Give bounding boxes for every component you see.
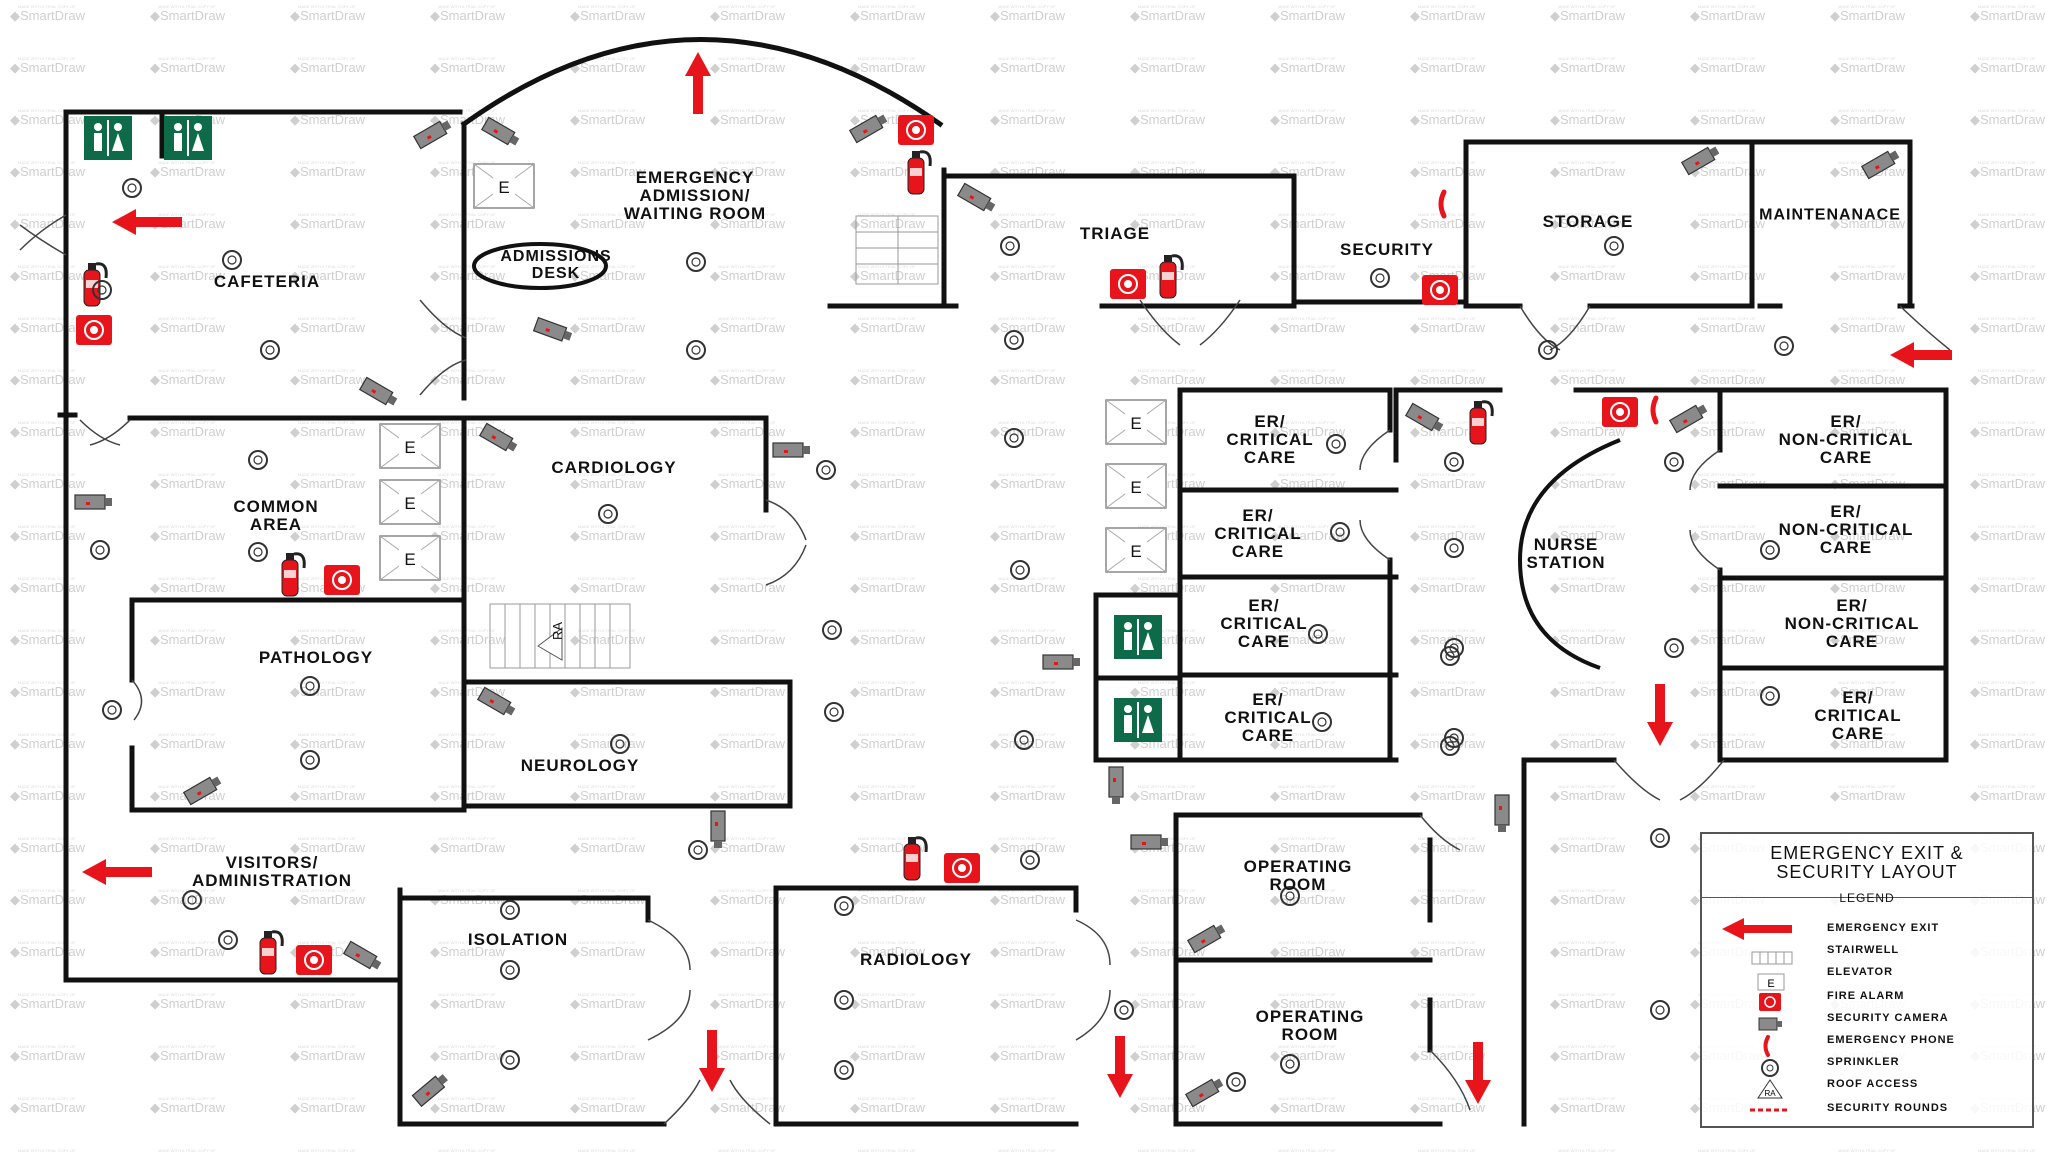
- fire-alarm-icon: [1109, 268, 1147, 300]
- restroom-icon: [83, 115, 133, 161]
- room-label-er-noncritical-1: ER/ NON-CRITICAL CARE: [1778, 412, 1914, 467]
- room-label-common-area: COMMON AREA: [233, 497, 319, 534]
- roof-access-icon: RA: [1757, 1079, 1783, 1099]
- nurse-station-desk: [1517, 438, 1621, 670]
- room-label-operating-room-1: OPERATING ROOM: [1243, 857, 1353, 894]
- legend-heading: LEGEND: [1839, 891, 1895, 905]
- legend-item: EMERGENCY EXIT: [1827, 922, 1940, 934]
- elevator-icon: [379, 423, 441, 469]
- room-label-triage: TRIAGE: [1079, 224, 1151, 244]
- fire-alarm-icon: [1601, 396, 1639, 428]
- emergency-exit-icon: [1722, 918, 1792, 940]
- restroom-icon: [1113, 614, 1163, 660]
- room-label-isolation: ISOLATION: [467, 930, 569, 950]
- doors: [19, 214, 1951, 1125]
- stairwell-icon: [489, 603, 631, 669]
- room-label-er-critical-4: ER/ CRITICAL CARE: [1224, 690, 1312, 745]
- room-label-neurology: NEUROLOGY: [520, 756, 640, 776]
- room-label-security: SECURITY: [1340, 240, 1434, 260]
- legend-divider: [1702, 897, 2032, 898]
- elevator-icon: [1105, 399, 1167, 445]
- stairwell-icon: [855, 215, 939, 285]
- legend-icons: E RA: [1722, 918, 1793, 1112]
- room-label-cardiology: CARDIOLOGY: [551, 458, 677, 478]
- fire-alarm-icon: [897, 114, 935, 146]
- elevator-icon: [379, 535, 441, 581]
- stairwell-icon: [1751, 951, 1793, 965]
- admissions-desk-shape: [472, 242, 608, 290]
- room-label-er-critical-1: ER/ CRITICAL CARE: [1226, 412, 1314, 467]
- security-camera-icon: [1758, 1017, 1782, 1031]
- room-label-er-noncritical-3: ER/ NON-CRITICAL CARE: [1784, 596, 1920, 651]
- room-label-visitors-administration: VISITORS/ ADMINISTRATION: [191, 853, 353, 890]
- legend: EMERGENCY EXIT & SECURITY LAYOUT LEGEND …: [1700, 832, 2034, 1128]
- legend-item: SECURITY ROUNDS: [1827, 1102, 1949, 1114]
- room-label-pathology: PATHOLOGY: [258, 648, 374, 668]
- legend-item: ELEVATOR: [1827, 966, 1894, 978]
- fire-alarm-icon: [1759, 993, 1781, 1011]
- elevator-icon: E: [1757, 973, 1785, 991]
- legend-item: ROOF ACCESS: [1827, 1078, 1919, 1090]
- room-label-radiology: RADIOLOGY: [860, 950, 972, 970]
- fire-alarm-icon: [323, 564, 361, 596]
- restroom-icon: [1113, 697, 1163, 743]
- room-label-nurse-station: NURSE STATION: [1526, 535, 1606, 572]
- svg-text:E: E: [1767, 978, 1774, 990]
- roof-access-marker: RA: [550, 622, 565, 640]
- legend-title: EMERGENCY EXIT & SECURITY LAYOUT: [1770, 843, 1964, 882]
- legend-item: SECURITY CAMERA: [1827, 1012, 1949, 1024]
- room-label-er-critical-2: ER/ CRITICAL CARE: [1214, 506, 1302, 561]
- fire-alarm-icon: [295, 944, 333, 976]
- room-label-admissions-desk: ADMISSIONS DESK: [500, 248, 612, 282]
- room-label-er-critical-3: ER/ CRITICAL CARE: [1220, 596, 1308, 651]
- legend-item: STAIRWELL: [1827, 944, 1900, 956]
- emergency-phone-icon: [1763, 1035, 1770, 1057]
- fire-alarm-icon: [75, 314, 113, 346]
- restroom-icon: [163, 115, 213, 161]
- walls: [57, 37, 1949, 1127]
- room-label-storage: STORAGE: [1542, 212, 1634, 232]
- legend-item: SPRINKLER: [1827, 1056, 1900, 1068]
- elevator-icon: [473, 163, 535, 209]
- room-label-operating-room-2: OPERATING ROOM: [1255, 1007, 1365, 1044]
- room-label-er-noncritical-2: ER/ NON-CRITICAL CARE: [1778, 502, 1914, 557]
- legend-item: FIRE ALARM: [1827, 990, 1905, 1002]
- room-label-er-critical-5: ER/ CRITICAL CARE: [1814, 688, 1902, 743]
- sprinkler-icon: [1761, 1059, 1779, 1077]
- elevator-icon: [1105, 463, 1167, 509]
- elevator-icon: [379, 479, 441, 525]
- fire-alarm-icon: [1421, 274, 1459, 306]
- svg-text:RA: RA: [1764, 1089, 1776, 1098]
- fire-alarm-icon: [943, 852, 981, 884]
- elevator-icon: [1105, 527, 1167, 573]
- room-label-maintenance: MAINTENANACE: [1759, 206, 1901, 224]
- room-label-cafeteria: CAFETERIA: [213, 272, 321, 292]
- room-label-emergency-admission: EMERGENCY ADMISSION/ WAITING ROOM: [623, 168, 767, 223]
- legend-item: EMERGENCY PHONE: [1827, 1034, 1955, 1046]
